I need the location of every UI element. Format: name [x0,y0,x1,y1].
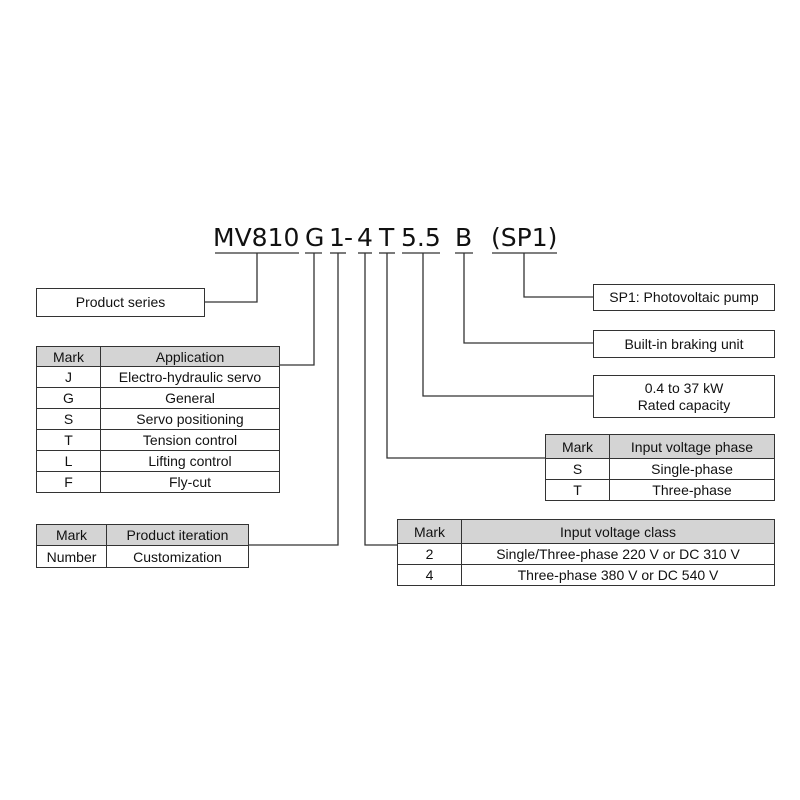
header-voltage-phase: Input voltage phase [609,434,775,459]
line-option [523,253,593,298]
header-product-iteration: Product iteration [106,524,249,546]
cell-voltage-phase: Three-phase [609,479,775,501]
code-voltage-class: 4 [357,223,373,252]
table-row: F Fly-cut [36,471,280,493]
cell-product-iteration: Customization [106,545,249,568]
header-voltage-class: Input voltage class [461,519,775,544]
table-header-row: Mark Product iteration [36,524,249,546]
table-header-row: Mark Input voltage phase [545,434,775,459]
header-mark: Mark [545,434,610,459]
line-voltage-class [364,253,397,546]
table-row: J Electro-hydraulic servo [36,366,280,388]
table-row: T Tension control [36,429,280,451]
code-series: MV810 [213,223,300,252]
braking-box: Built-in braking unit [593,330,775,358]
header-mark: Mark [397,519,462,544]
table-row: T Three-phase [545,479,775,501]
cell-mark: G [36,387,101,409]
table-row: 2 Single/Three-phase 220 V or DC 310 V [397,543,775,565]
product-series-box: Product series [36,288,205,317]
code-iteration: 1 [329,223,345,252]
capacity-label: Rated capacity [637,396,731,413]
cell-voltage-class: Three-phase 380 V or DC 540 V [461,564,775,586]
line-application [279,253,315,366]
cell-mark: Number [36,545,107,568]
code-voltage-phase: T [379,223,395,252]
option-box: SP1: Photovoltaic pump [593,284,775,311]
code-separator: - [344,223,354,252]
table-header-row: Mark Input voltage class [397,519,775,544]
code-capacity: 5.5 [401,223,441,252]
line-capacity [422,253,593,397]
code-braking: B [455,223,473,252]
cell-mark: S [36,408,101,430]
iteration-table: Mark Product iteration Number Customizat… [36,524,249,568]
voltage-phase-table: Mark Input voltage phase S Single-phase … [545,434,775,501]
header-mark: Mark [36,346,101,367]
table-row: S Servo positioning [36,408,280,430]
capacity-range: 0.4 to 37 kW [644,379,724,396]
table-header-row: Mark Application [36,346,280,367]
voltage-class-table: Mark Input voltage class 2 Single/Three-… [397,519,775,586]
cell-application: Electro-hydraulic servo [100,366,280,388]
cell-voltage-class: Single/Three-phase 220 V or DC 310 V [461,543,775,565]
application-table: Mark Application J Electro-hydraulic ser… [36,346,280,493]
cell-application: Tension control [100,429,280,451]
option-label: SP1: Photovoltaic pump [609,289,759,305]
line-voltage-phase [386,253,545,459]
header-mark: Mark [36,524,107,546]
braking-label: Built-in braking unit [624,335,744,352]
cell-application: Lifting control [100,450,280,472]
cell-application: Servo positioning [100,408,280,430]
capacity-box: 0.4 to 37 kW Rated capacity [593,375,775,418]
cell-application: General [100,387,280,409]
table-row: L Lifting control [36,450,280,472]
cell-mark: T [36,429,101,451]
cell-mark: T [545,479,610,501]
cell-mark: 4 [397,564,462,586]
header-application: Application [100,346,280,367]
table-row: S Single-phase [545,458,775,480]
table-row: G General [36,387,280,409]
table-row: Number Customization [36,545,249,568]
line-braking [463,253,593,344]
table-row: 4 Three-phase 380 V or DC 540 V [397,564,775,586]
cell-mark: F [36,471,101,493]
cell-application: Fly-cut [100,471,280,493]
cell-mark: 2 [397,543,462,565]
line-iteration [248,253,339,546]
cell-mark: J [36,366,101,388]
cell-mark: L [36,450,101,472]
cell-voltage-phase: Single-phase [609,458,775,480]
cell-mark: S [545,458,610,480]
code-application: G [305,223,325,252]
product-series-label: Product series [75,294,166,310]
code-option: (SP1) [491,223,558,252]
line-series [205,253,258,303]
